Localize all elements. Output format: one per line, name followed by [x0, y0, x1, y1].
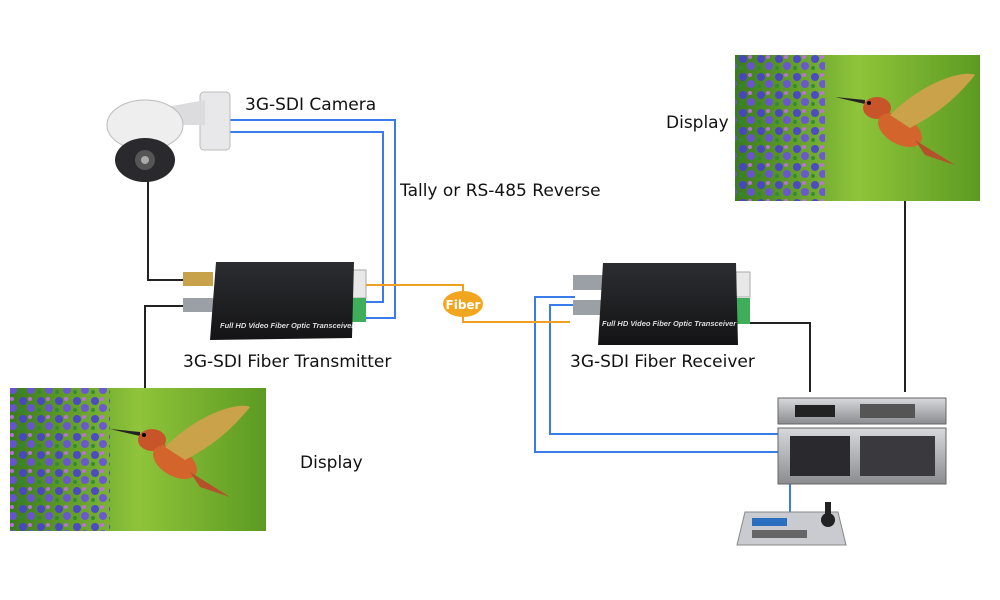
camera-label: 3G-SDI Camera	[245, 95, 376, 115]
receiver-print: Full HD Video Fiber Optic Transceiver	[602, 319, 737, 328]
ptz-keyboard-controller	[736, 502, 847, 546]
display-bottom-label: Display	[300, 453, 363, 473]
fiber-transmitter: Full HD Video Fiber Optic Transceiver	[183, 262, 367, 340]
transmitter-print: Full HD Video Fiber Optic Transceiver	[220, 321, 355, 330]
camera-rs485-cable-1	[228, 119, 396, 319]
display-top-label: Display	[666, 113, 729, 133]
display-bottom	[10, 388, 266, 531]
camera-to-transmitter-cable	[147, 180, 188, 281]
display-top	[735, 55, 980, 201]
transmitter-label: 3G-SDI Fiber Transmitter	[183, 352, 391, 372]
receiver-to-controller-cable	[750, 322, 811, 392]
fiber-label: Fiber	[446, 298, 481, 312]
transmitter-to-display-cable	[144, 305, 188, 388]
fiber-badge: Fiber	[443, 291, 483, 317]
video-cables	[144, 180, 906, 392]
ptz-camera	[106, 91, 231, 182]
reverse-label: Tally or RS-485 Reverse	[399, 181, 601, 201]
data-cables	[228, 119, 791, 512]
controller-rack	[777, 397, 947, 485]
receiver-label: 3G-SDI Fiber Receiver	[570, 352, 755, 372]
fiber-receiver: Full HD Video Fiber Optic Transceiver	[573, 263, 751, 345]
receiver-rs485-cable-1	[534, 296, 780, 453]
receiver-rs485-cable-2	[549, 304, 780, 435]
camera-rs485-cable-2	[228, 131, 384, 303]
